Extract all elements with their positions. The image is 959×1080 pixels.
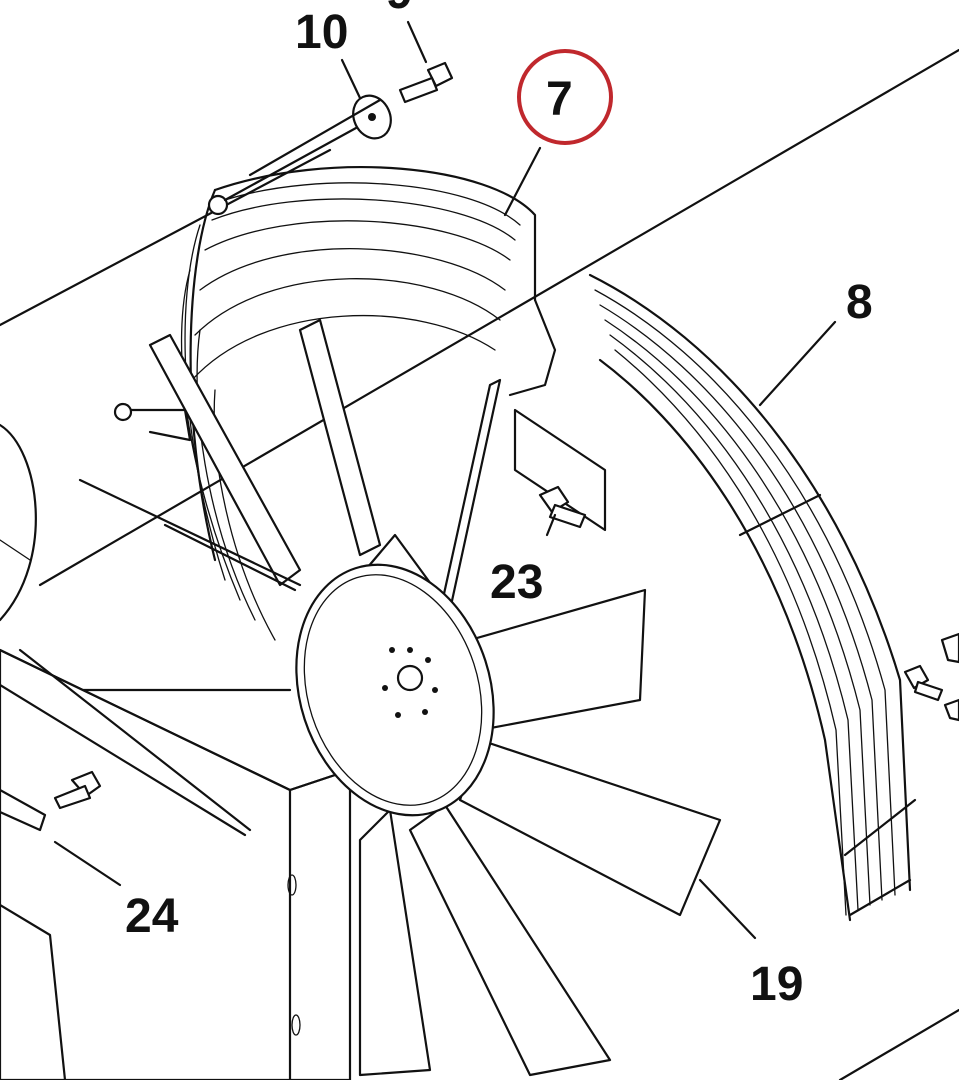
radiator-assembly bbox=[0, 648, 352, 1080]
fan-shroud-ring bbox=[180, 166, 557, 641]
callout-23[interactable]: 23 bbox=[490, 556, 543, 609]
fan-brackets bbox=[78, 318, 607, 614]
fan-blades bbox=[338, 533, 722, 1077]
bolt-9 bbox=[398, 61, 454, 104]
bolt-23 bbox=[538, 485, 587, 529]
callout-8[interactable]: 8 bbox=[846, 276, 873, 329]
callout-24[interactable]: 24 bbox=[125, 890, 179, 943]
leader-lines bbox=[53, 20, 837, 940]
bolts-right bbox=[903, 632, 959, 722]
washer-10 bbox=[223, 94, 392, 202]
left-housing-circle bbox=[0, 423, 37, 622]
fan-hub bbox=[295, 563, 495, 817]
fan-guard-mesh bbox=[588, 273, 917, 922]
callout-7-highlight-ring bbox=[517, 49, 613, 145]
callout-labels: 10 9 7 8 23 24 19 bbox=[125, 0, 873, 1011]
callout-9[interactable]: 9 bbox=[386, 0, 413, 19]
callout-19[interactable]: 19 bbox=[750, 958, 803, 1011]
callout-7[interactable]: 7 bbox=[546, 73, 573, 126]
bolt-24 bbox=[53, 770, 102, 810]
callout-10[interactable]: 10 bbox=[295, 6, 348, 59]
